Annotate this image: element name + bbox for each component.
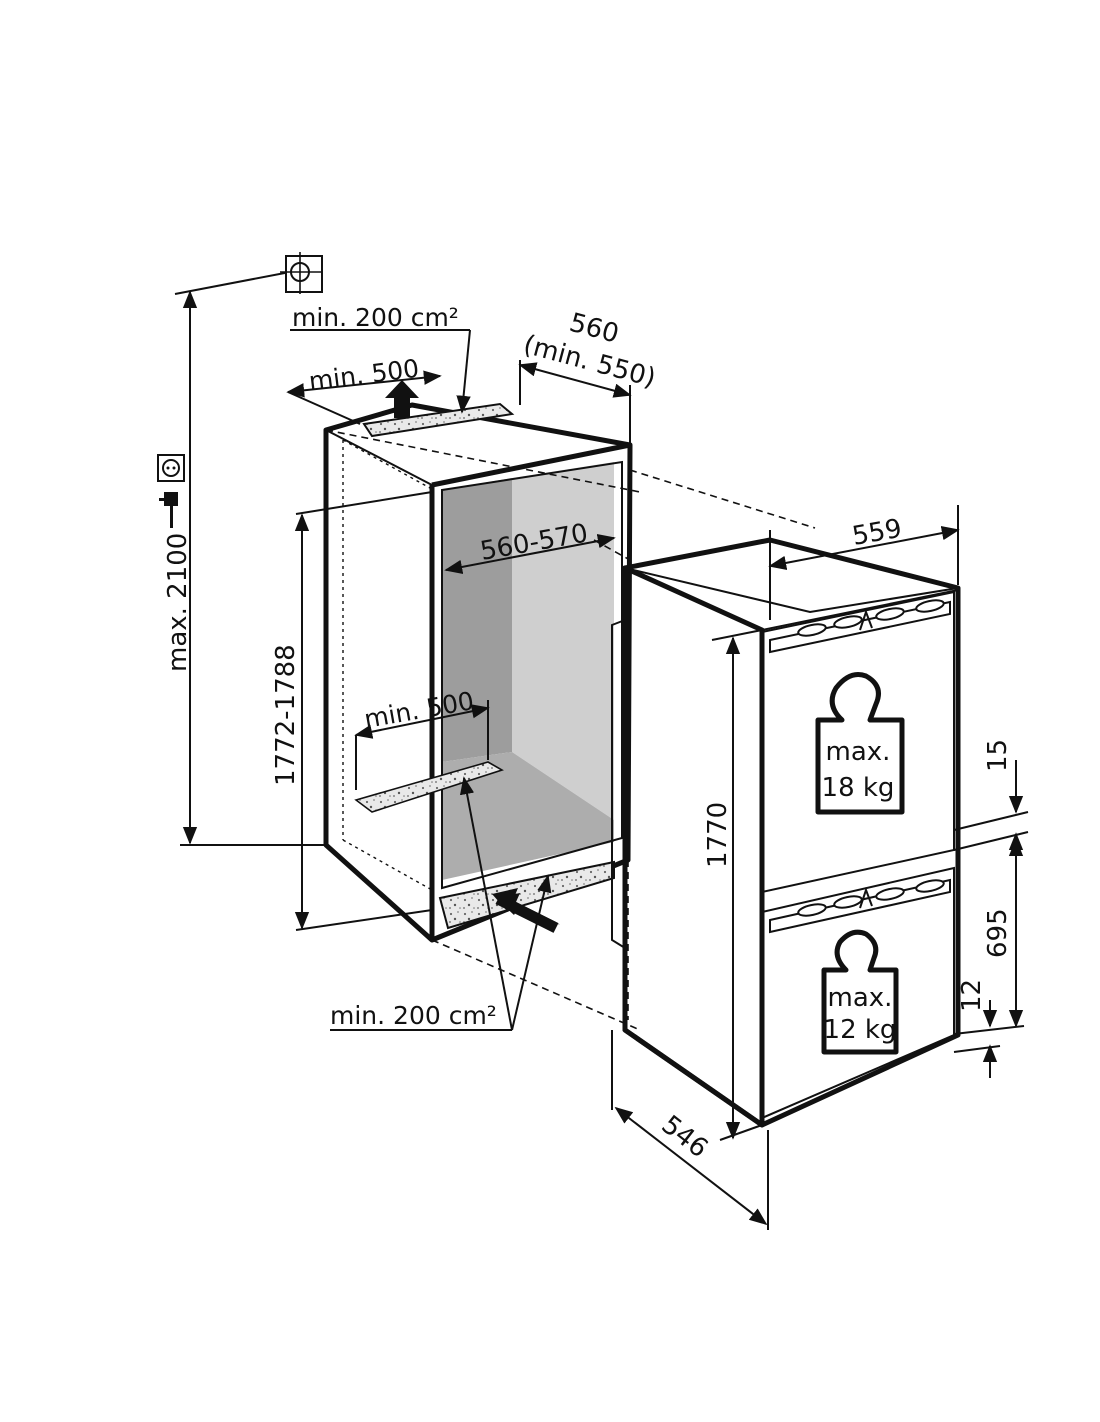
- niche-back-wall: [442, 478, 512, 762]
- weight-icon: max. 12 kg: [821, 929, 899, 1055]
- label-door-gap-bottom: 12: [957, 979, 987, 1012]
- label-niche-height: 1772-1788: [271, 644, 301, 786]
- label-appliance-width: 559: [850, 514, 904, 552]
- socket-icon: [157, 454, 185, 482]
- plinth-vent: [438, 860, 615, 930]
- plug-icon: [159, 492, 178, 528]
- lower-load-line1: max.: [828, 983, 893, 1013]
- label-appliance-height: 1770: [703, 802, 733, 868]
- niche-floor: [442, 752, 614, 880]
- anchor-icon: [280, 252, 323, 294]
- upper-load-line1: max.: [826, 737, 891, 767]
- label-freezer-door-height: 695: [983, 908, 1013, 958]
- label-door-gap-top: 15: [983, 739, 1013, 772]
- lower-controls: [797, 879, 945, 917]
- label-top-vent-area: min. 200 cm²: [292, 303, 459, 332]
- label-bottom-vent-area: min. 200 cm²: [330, 1001, 497, 1030]
- label-appliance-depth: 546: [656, 1110, 714, 1164]
- appliance: max. 18 kg max. 12 kg: [611, 537, 961, 1128]
- weight-icon: max. 18 kg: [815, 672, 905, 815]
- dimension-lines: [174, 271, 1029, 1230]
- lower-load-line2: 12 kg: [824, 1015, 897, 1045]
- lower-door: [761, 866, 955, 1120]
- top-vent: [362, 402, 515, 438]
- upper-load-line2: 18 kg: [822, 773, 895, 803]
- floor-vent: [354, 761, 504, 813]
- upper-controls: [797, 599, 945, 637]
- label-max-height: max. 2100: [163, 533, 193, 672]
